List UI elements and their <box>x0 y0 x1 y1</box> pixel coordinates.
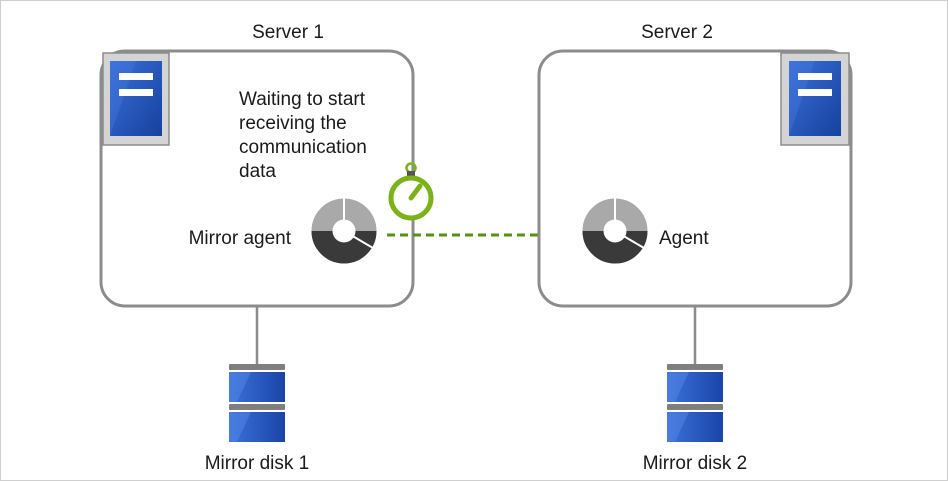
agent-label: Agent <box>659 228 709 249</box>
server-icon <box>102 52 170 146</box>
status-line: receiving the <box>239 113 347 134</box>
mirror-agent-label: Mirror agent <box>189 228 292 249</box>
agent-icon <box>311 197 377 264</box>
server1-title: Server 1 <box>252 22 324 43</box>
disk2-label: Mirror disk 2 <box>643 453 748 474</box>
server2-box <box>537 49 853 308</box>
stopwatch-icon <box>388 162 434 221</box>
disk1-label: Mirror disk 1 <box>205 453 310 474</box>
disk-icon <box>229 364 285 442</box>
status-line: communication <box>239 137 367 158</box>
server-icon <box>780 52 850 146</box>
disk-icon <box>667 364 723 442</box>
status-text: Waiting to start receiving the communica… <box>239 89 367 182</box>
agent-icon <box>582 197 648 264</box>
server2-title: Server 2 <box>641 22 713 43</box>
status-line: data <box>239 161 276 182</box>
status-line: Waiting to start <box>239 89 366 110</box>
